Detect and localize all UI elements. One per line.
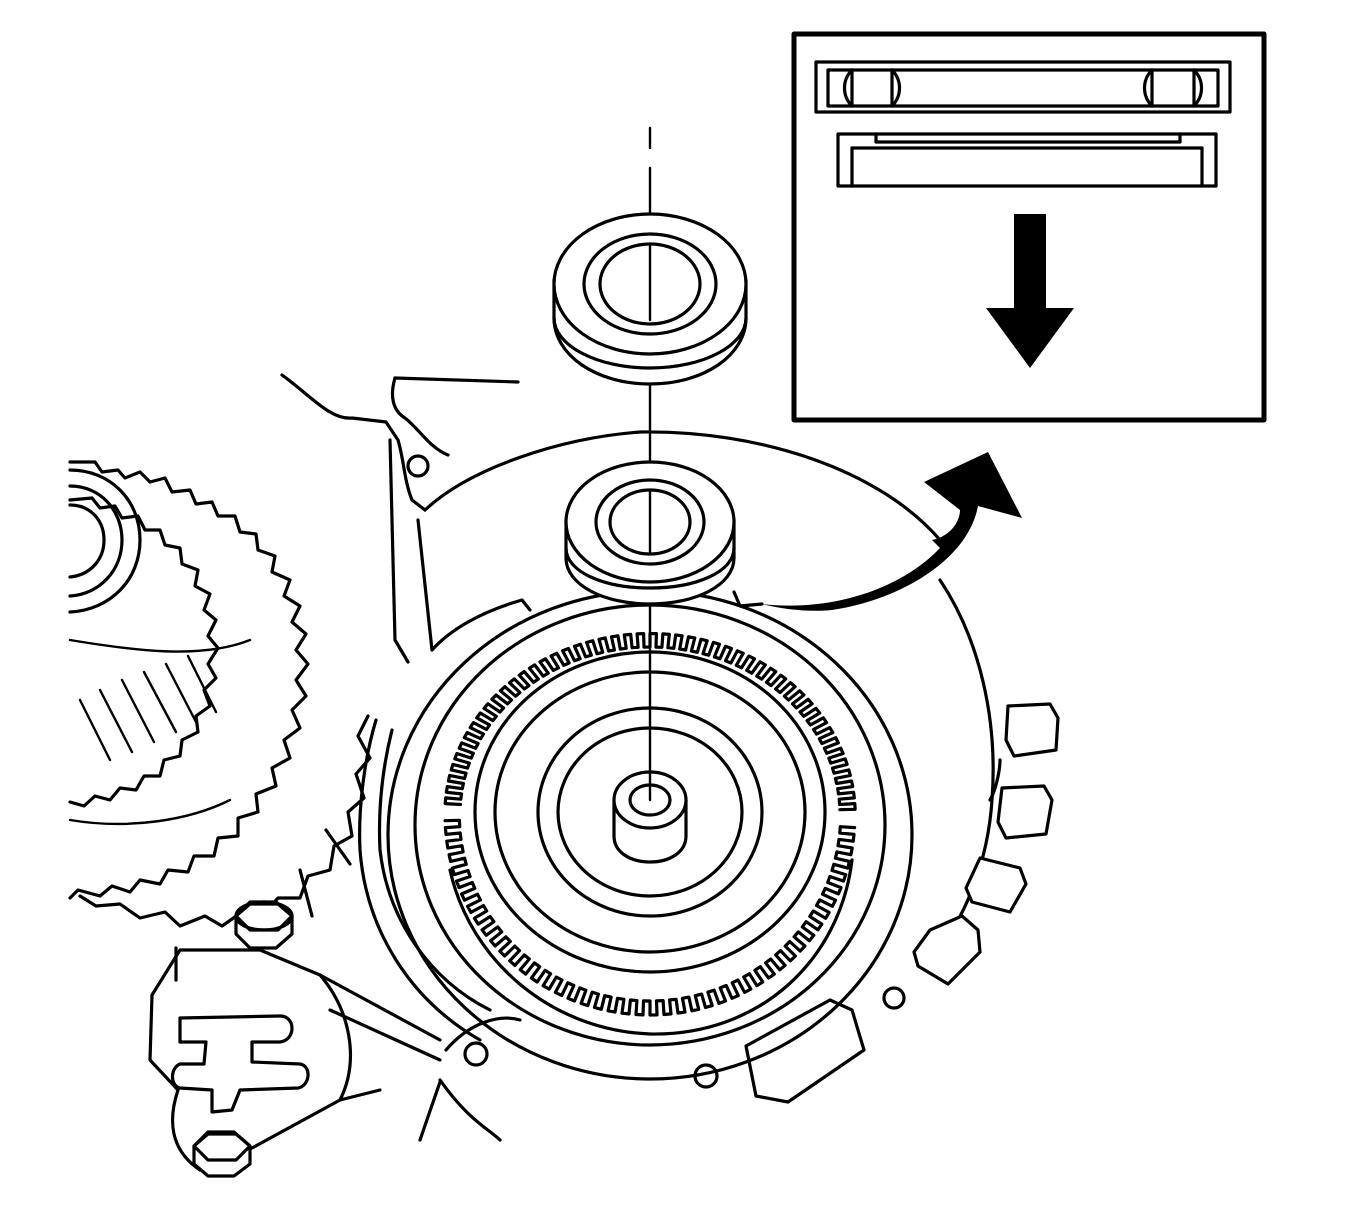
bracket-bolt [148, 900, 442, 1178]
thrust-bearing-icon [564, 460, 736, 606]
curved-arrow-icon [732, 452, 1022, 611]
down-arrow-icon [986, 214, 1074, 368]
bearing-race-icon [552, 212, 748, 386]
transmission-case [280, 373, 1060, 1142]
bearing-orientation-detail-icon [791, 31, 1267, 423]
gear-cluster [68, 460, 372, 928]
